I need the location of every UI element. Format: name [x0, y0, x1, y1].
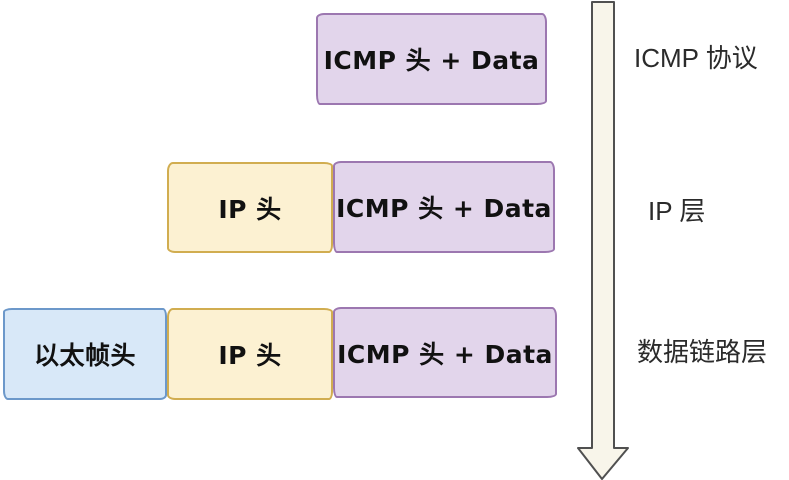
box-ip-header-row3: IP 头	[167, 308, 333, 400]
box-icmp-header-data-row3: ICMP 头 + Data	[333, 307, 557, 398]
box-label: ICMP 头 + Data	[323, 46, 540, 75]
layer-label-ip-layer: IP 层	[648, 196, 706, 226]
box-label: ICMP 头 + Data	[337, 339, 553, 369]
box-label: IP 头	[218, 194, 282, 224]
box-label: 以太帧头	[33, 341, 136, 370]
box-ip-header-row2: IP 头	[167, 162, 333, 253]
box-icmp-header-data-row2: ICMP 头 + Data	[333, 161, 555, 253]
layer-label-icmp-protocol: ICMP 协议	[634, 43, 758, 73]
box-ethernet-frame-header-row3: 以太帧头	[3, 308, 167, 400]
box-label: ICMP 头 + Data	[336, 194, 552, 223]
layer-label-data-link-layer: 数据链路层	[637, 337, 768, 367]
box-icmp-header-data-row1: ICMP 头 + Data	[316, 13, 547, 105]
box-label: IP 头	[218, 341, 282, 370]
